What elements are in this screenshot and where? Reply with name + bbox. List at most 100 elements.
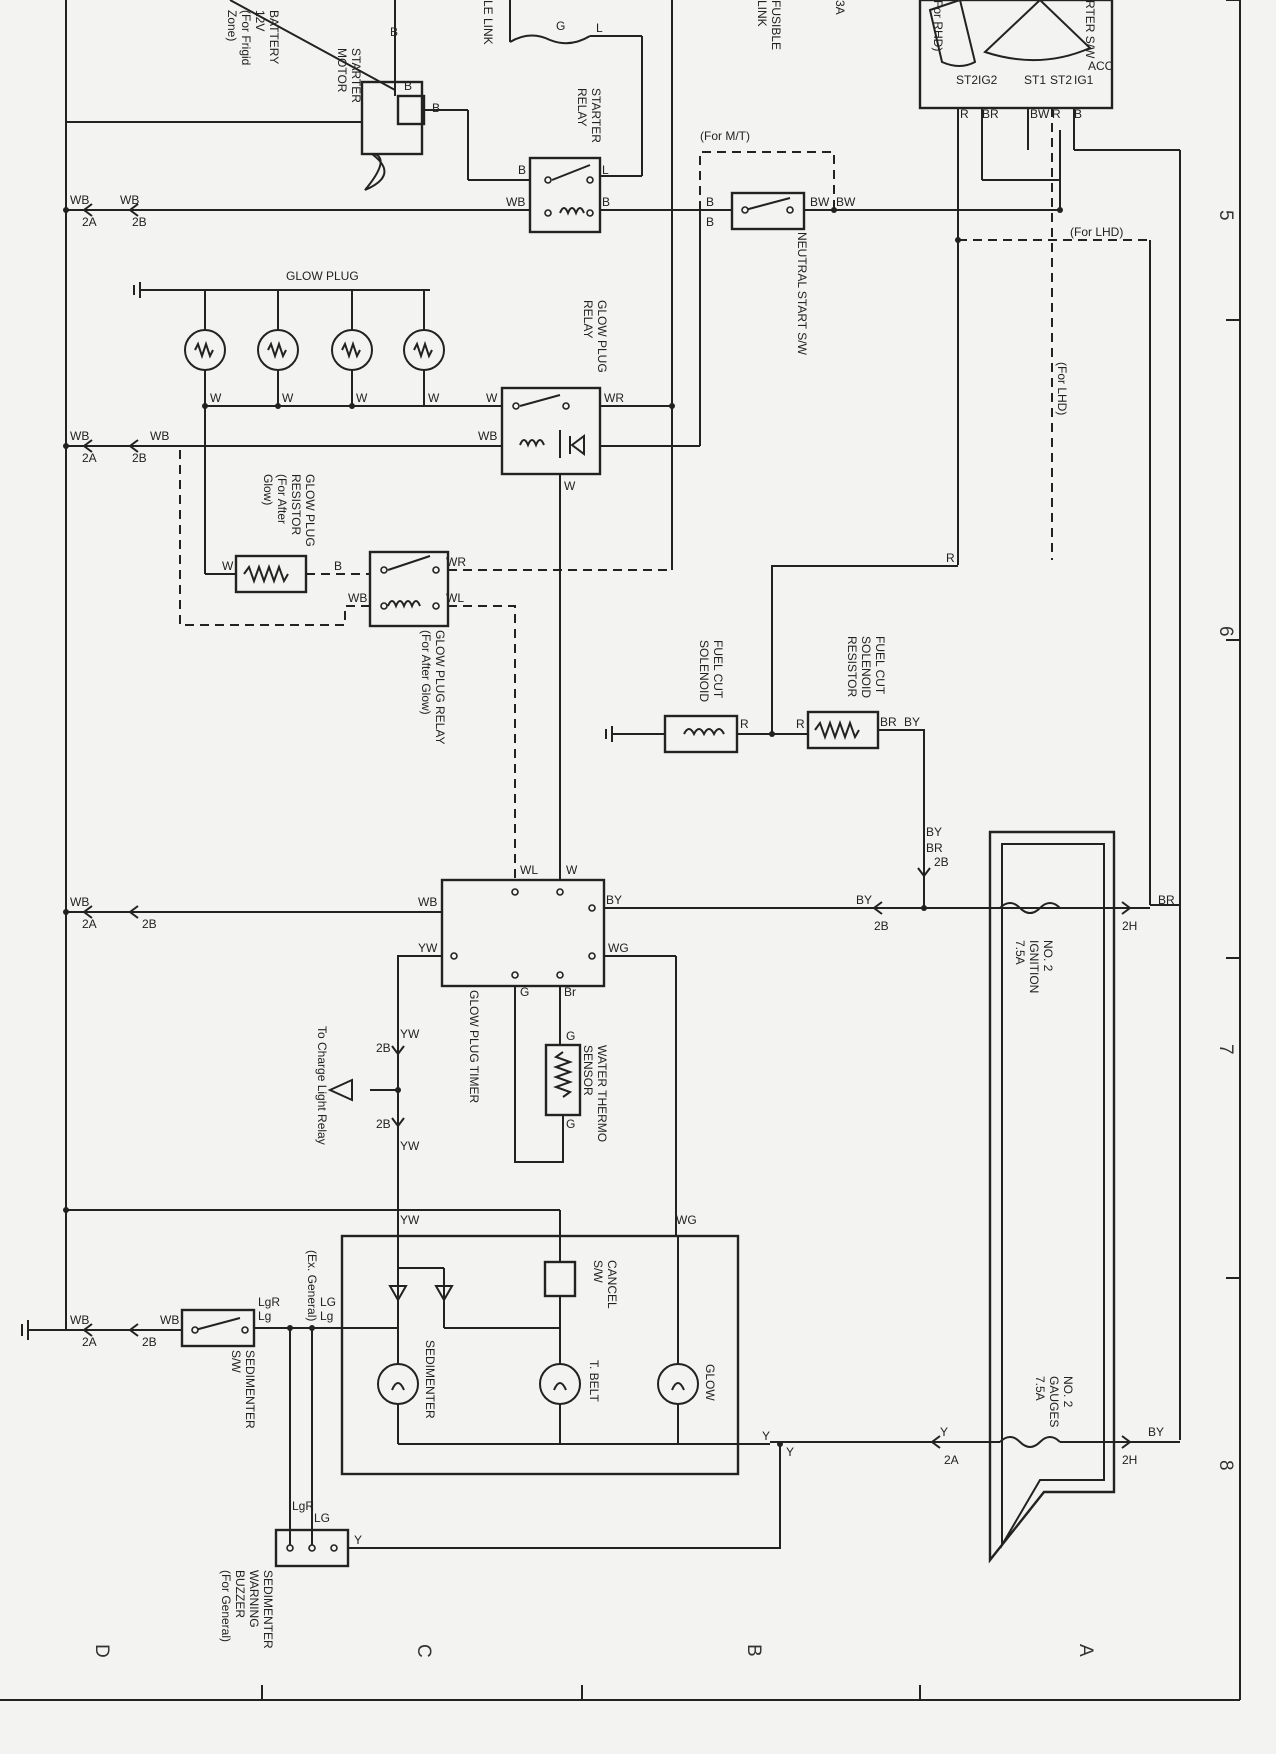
svg-text:G: G bbox=[566, 1029, 575, 1043]
svg-text:ST1: ST1 bbox=[1024, 73, 1046, 87]
fusible-link bbox=[509, 0, 643, 177]
svg-text:WB: WB bbox=[70, 193, 89, 207]
svg-text:2A: 2A bbox=[82, 1335, 97, 1349]
buzzer-label-1: SEDIMENTER bbox=[261, 1570, 275, 1649]
svg-text:2B: 2B bbox=[132, 451, 147, 465]
fuel-cut-label-1: FUEL CUT bbox=[711, 640, 725, 699]
svg-text:Y: Y bbox=[940, 1425, 948, 1439]
svg-text:2B: 2B bbox=[132, 215, 147, 229]
svg-text:B: B bbox=[518, 163, 526, 177]
cancel-label: CANCEL bbox=[605, 1260, 619, 1309]
sedimenter-sw-label-2: S/W bbox=[229, 1350, 243, 1373]
svg-text:LG: LG bbox=[320, 1295, 336, 1309]
svg-text:2A: 2A bbox=[944, 1453, 959, 1467]
svg-text:W: W bbox=[356, 391, 368, 405]
ignition-switch bbox=[918, 0, 1181, 1440]
svg-text:BR: BR bbox=[880, 715, 897, 729]
svg-text:WB: WB bbox=[160, 1313, 179, 1327]
svg-text:Y: Y bbox=[786, 1445, 794, 1459]
wire-codes: WB WB 2A 2B WB WB 2A 2B WB 2A 2B WB WB 2… bbox=[70, 19, 1175, 1547]
neutral-start-label: NEUTRAL START S/W bbox=[795, 232, 809, 356]
glow-plug-relay-label-1: GLOW PLUG bbox=[595, 300, 609, 373]
svg-text:BY: BY bbox=[856, 893, 872, 907]
svg-text:BW: BW bbox=[1030, 107, 1050, 121]
starter-relay bbox=[528, 156, 602, 234]
starter-label: STARTER bbox=[349, 48, 363, 103]
connector-marks bbox=[82, 203, 1132, 1449]
buzzer-label-4: (For General) bbox=[219, 1570, 233, 1642]
svg-text:G: G bbox=[556, 19, 565, 33]
sheet-frame bbox=[0, 0, 1241, 1701]
svg-text:B: B bbox=[602, 195, 610, 209]
svg-text:IG1: IG1 bbox=[1074, 73, 1094, 87]
glow-plug-timer-label: GLOW PLUG TIMER bbox=[467, 990, 481, 1103]
svg-text:2A: 2A bbox=[82, 215, 97, 229]
t-belt-label: T. BELT bbox=[587, 1360, 601, 1402]
svg-text:2B: 2B bbox=[376, 1117, 391, 1131]
svg-text:YW: YW bbox=[400, 1213, 420, 1227]
glow-plug-relay bbox=[500, 386, 602, 476]
svg-text:WB: WB bbox=[506, 195, 525, 209]
fuse-gauges-label-2: GAUGES bbox=[1047, 1376, 1061, 1427]
svg-text:W: W bbox=[486, 391, 498, 405]
glow-plugs bbox=[133, 282, 502, 407]
svg-text:W: W bbox=[564, 479, 576, 493]
svg-text:2A: 2A bbox=[82, 451, 97, 465]
svg-text:2B: 2B bbox=[934, 855, 949, 869]
svg-text:R: R bbox=[1052, 107, 1061, 121]
svg-text:L: L bbox=[602, 163, 609, 177]
svg-text:WB: WB bbox=[418, 895, 437, 909]
grid-7: 7 bbox=[1215, 1044, 1236, 1055]
svg-text:LG: LG bbox=[314, 1511, 330, 1525]
ex-general-label: (Ex. General) bbox=[305, 1250, 319, 1321]
svg-text:2H: 2H bbox=[1122, 919, 1137, 933]
starter-relay-label-1: STARTER bbox=[589, 88, 603, 143]
svg-text:LgR: LgR bbox=[292, 1499, 314, 1513]
battery-note-1: (For Frigid bbox=[239, 10, 253, 65]
svg-text:WL: WL bbox=[446, 591, 464, 605]
glow-plug-relay-label-2: RELAY bbox=[581, 300, 595, 338]
grid-A: A bbox=[1075, 1644, 1096, 1657]
buzzer-label-2: WARNING bbox=[247, 1570, 261, 1628]
svg-text:R: R bbox=[796, 717, 805, 731]
svg-text:BY: BY bbox=[904, 715, 920, 729]
after-glow-relay-label-2: (For After Glow) bbox=[419, 630, 433, 715]
sedimenter-lamp-label: SEDIMENTER bbox=[423, 1340, 437, 1419]
svg-text:R: R bbox=[960, 107, 969, 121]
svg-text:WB: WB bbox=[120, 193, 139, 207]
svg-text:WL: WL bbox=[520, 863, 538, 877]
fuel-cut-resistor-label-2: SOLENOID bbox=[859, 636, 873, 698]
svg-text:L: L bbox=[596, 21, 603, 35]
svg-text:B: B bbox=[390, 25, 398, 39]
svg-text:BY: BY bbox=[606, 893, 622, 907]
svg-text:G: G bbox=[520, 985, 529, 999]
for-lhd-label-2: (For LHD) bbox=[1055, 362, 1069, 415]
for-mt-label: (For M/T) bbox=[700, 129, 750, 143]
rotated-labels: BATTERY 12V (For Frigid Zone) STARTER MO… bbox=[219, 0, 1123, 1649]
fuel-cut-resistor-label-3: RESISTOR bbox=[845, 636, 859, 697]
motor-label: MOTOR bbox=[335, 48, 349, 93]
fuse-ignition-label-1: NO. 2 bbox=[1041, 940, 1055, 972]
for-lhd-label-1: (For LHD) bbox=[1070, 225, 1123, 239]
svg-text:R: R bbox=[946, 551, 955, 565]
battery-voltage-label: 12V bbox=[253, 10, 267, 31]
svg-text:B: B bbox=[1074, 107, 1082, 121]
glow-plug-resistor-label-4: Glow) bbox=[261, 474, 275, 505]
svg-text:WB: WB bbox=[70, 895, 89, 909]
svg-text:YW: YW bbox=[400, 1027, 420, 1041]
svg-text:R: R bbox=[740, 717, 749, 731]
svg-text:B: B bbox=[706, 215, 714, 229]
svg-text:WB: WB bbox=[70, 1313, 89, 1327]
fuel-cut-solenoid-resistor bbox=[806, 710, 880, 750]
fuel-cut-solenoid bbox=[605, 714, 739, 754]
sedimenter-switch bbox=[21, 1308, 256, 1348]
svg-text:ACC: ACC bbox=[1088, 59, 1114, 73]
fuse-block bbox=[988, 830, 1116, 1564]
water-thermo-label-1: WATER THERMO bbox=[595, 1045, 609, 1142]
svg-text:Y: Y bbox=[762, 1429, 770, 1443]
glow-lamp-label: GLOW bbox=[703, 1364, 717, 1401]
glow-plug-timer bbox=[440, 878, 606, 988]
svg-text:Lg: Lg bbox=[320, 1309, 333, 1323]
svg-text:W: W bbox=[210, 391, 222, 405]
